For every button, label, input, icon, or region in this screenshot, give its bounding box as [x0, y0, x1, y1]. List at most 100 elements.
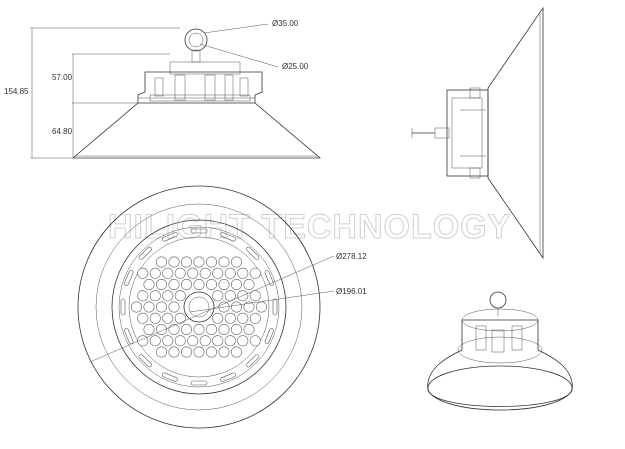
led-lens: [218, 256, 230, 268]
led-lens: [237, 312, 249, 324]
led-lens: [162, 267, 174, 279]
led-lens: [181, 346, 193, 358]
led-lens: [131, 301, 143, 313]
led-lens: [168, 278, 180, 290]
led-lens: [193, 346, 205, 358]
led-lens: [143, 323, 155, 335]
housing-height-label: 57.00: [52, 73, 73, 82]
heatsink-slot: [120, 298, 126, 316]
led-lens: [181, 278, 193, 290]
led-lens: [174, 335, 186, 347]
reflector-height-label: 64.80: [52, 127, 73, 136]
side-housing: [446, 89, 489, 177]
led-lens: [218, 346, 230, 358]
led-lens: [255, 301, 267, 313]
led-lens: [193, 278, 205, 290]
heatsink-slot: [190, 380, 208, 386]
heatsink-slot: [272, 298, 278, 316]
led-lens: [212, 267, 224, 279]
isometric-view: [427, 291, 573, 411]
led-lens: [212, 335, 224, 347]
heatsink-slot: [264, 328, 274, 344]
led-lens: [181, 256, 193, 268]
led-lens: [199, 335, 211, 347]
led-lens: [243, 301, 255, 313]
led-lens: [231, 278, 243, 290]
front-elevation-view: [30, 23, 322, 159]
led-lens: [212, 312, 224, 324]
led-lens: [231, 301, 243, 313]
heatsink-slot: [246, 246, 260, 260]
led-lens: [249, 290, 261, 302]
led-lens: [156, 346, 168, 358]
led-lens: [156, 278, 168, 290]
heatsink-slot: [220, 372, 236, 382]
led-lens: [249, 312, 261, 324]
center-cap: [183, 291, 215, 323]
heatsink-slot: [124, 328, 134, 344]
housing-cap: [169, 61, 241, 75]
led-lens: [206, 323, 218, 335]
led-lens: [162, 335, 174, 347]
led-lens: [243, 278, 255, 290]
led-lens: [174, 267, 186, 279]
led-lens: [149, 267, 161, 279]
bottom-plan-view: [77, 185, 335, 429]
led-lens: [168, 346, 180, 358]
led-lens: [193, 323, 205, 335]
led-lens: [187, 335, 199, 347]
heatsink-slots: [120, 228, 278, 386]
led-lens: [224, 312, 236, 324]
led-lens: [218, 278, 230, 290]
heatsink-slot: [124, 270, 134, 286]
led-lens: [137, 290, 149, 302]
heatsink-slot: [138, 246, 152, 260]
heatsink-slot: [138, 354, 152, 368]
heatsink-slot: [264, 270, 274, 286]
led-lens: [168, 256, 180, 268]
iso-housing: [461, 319, 539, 350]
lifting-ring: [184, 28, 208, 52]
led-lens: [143, 278, 155, 290]
heatsink-slot: [162, 372, 178, 382]
led-lens: [249, 267, 261, 279]
reflector-diameter-label: Ø278.12: [336, 252, 367, 261]
reflector-outer-circle: [77, 185, 321, 429]
led-lens: [199, 267, 211, 279]
heatsink-slot: [246, 354, 260, 368]
watermark-text: HILIGHT TECHNOLOGY: [108, 208, 511, 246]
led-lens: [168, 301, 180, 313]
led-lens: [212, 290, 224, 302]
led-lens: [137, 312, 149, 324]
housing-diameter-label: Ø196.01: [336, 287, 367, 296]
side-elevation-view: [411, 6, 544, 260]
led-lens: [168, 323, 180, 335]
led-lens: [231, 323, 243, 335]
led-lens: [149, 290, 161, 302]
led-lens: [156, 256, 168, 268]
iso-lifting-ring: [489, 291, 507, 309]
led-lens: [149, 335, 161, 347]
total-height-label: 154.85: [4, 87, 29, 96]
housing-diameter-leader: [189, 290, 335, 313]
led-lens: [187, 267, 199, 279]
heatsink-slot: [162, 232, 178, 242]
led-lens: [143, 301, 155, 313]
led-lens: [237, 335, 249, 347]
led-lens: [224, 335, 236, 347]
led-lens: [243, 323, 255, 335]
led-lens: [231, 346, 243, 358]
led-lens: [137, 267, 149, 279]
led-lens: [174, 312, 186, 324]
led-lens: [231, 256, 243, 268]
led-lens: [181, 323, 193, 335]
heatsink-circle: [111, 219, 287, 395]
led-lens: [206, 278, 218, 290]
led-lens: [156, 301, 168, 313]
led-lens: [218, 323, 230, 335]
led-lens: [193, 256, 205, 268]
driver-housing: [137, 71, 263, 103]
led-lens: [149, 312, 161, 324]
led-board-circle: [128, 236, 270, 378]
